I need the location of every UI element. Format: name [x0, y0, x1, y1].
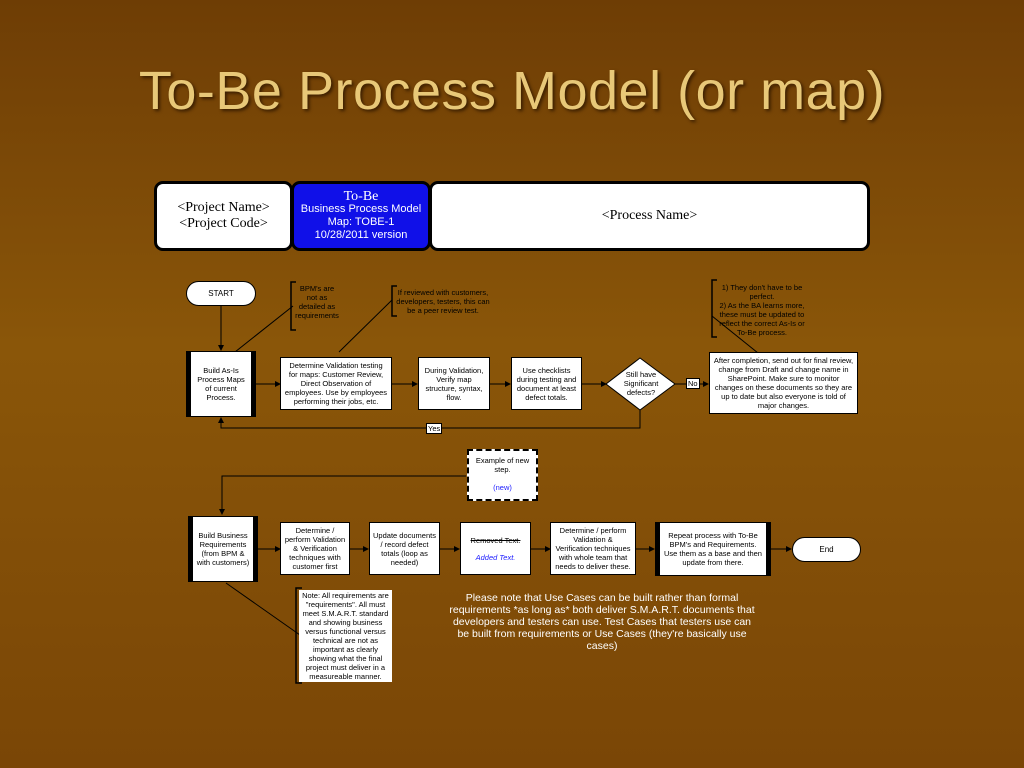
- tobe-header-box: To-Be Business Process Model Map: TOBE-1…: [291, 181, 431, 251]
- use-cases-note: Please note that Use Cases can be built …: [449, 592, 755, 652]
- build-asis-box: Build As-Is Process Maps of current Proc…: [186, 351, 256, 417]
- tobe-line-3: 10/28/2011 version: [314, 229, 408, 241]
- tobe-line-2: Map: TOBE-1: [327, 216, 395, 228]
- project-header-box: <Project Name> <Project Code>: [154, 181, 293, 251]
- added-text: Added Text.: [475, 552, 516, 562]
- after-completion-box: After completion, send out for final rev…: [709, 352, 858, 414]
- tobe-line-1: Business Process Model: [300, 203, 422, 215]
- new-step-text: Example of new step.: [475, 456, 530, 474]
- decision-text: Still have Significant defects?: [623, 370, 659, 397]
- end-terminal: End: [792, 537, 861, 562]
- project-name: <Project Name>: [177, 200, 270, 215]
- process-name: <Process Name>: [601, 208, 698, 223]
- determine-verification-box: Determine / perform Validation & Verific…: [280, 522, 350, 575]
- determine-validation-box: Determine Validation testing for maps: C…: [280, 357, 392, 410]
- dont-have-note: 1) They don't have to be perfect. 2) As …: [719, 283, 805, 337]
- determine-whole-team-box: Determine / perform Validation & Verific…: [550, 522, 636, 575]
- requirements-note: Note: All requirements are "requirements…: [299, 590, 392, 682]
- removed-text: Removed Text.: [470, 535, 521, 545]
- update-documents-box: Update documents / record defect totals …: [369, 522, 440, 575]
- during-validation-box: During Validation, Verify map structure,…: [418, 357, 490, 410]
- slide-title: To-Be Process Model (or map): [138, 61, 886, 121]
- build-requirements-box: Build Business Requirements (from BPM & …: [188, 516, 258, 582]
- bpm-note: BPM's are not as detailed as requirement…: [295, 284, 339, 320]
- reviewed-note: If reviewed with customers, developers, …: [396, 288, 490, 315]
- project-code: <Project Code>: [179, 216, 268, 231]
- tobe-title: To-Be: [343, 189, 379, 204]
- repeat-process-box: Repeat process with To-Be BPM's and Requ…: [655, 522, 771, 576]
- yes-label: Yes: [426, 423, 443, 434]
- no-label: No: [686, 378, 700, 389]
- new-step-box: Example of new step. (new): [467, 449, 538, 501]
- use-checklists-box: Use checklists during testing and docume…: [511, 357, 582, 410]
- edit-example-box: Removed Text. Added Text.: [460, 522, 531, 575]
- start-terminal: START: [186, 281, 256, 306]
- process-name-box: <Process Name>: [429, 181, 870, 251]
- new-step-tag: (new): [493, 483, 512, 492]
